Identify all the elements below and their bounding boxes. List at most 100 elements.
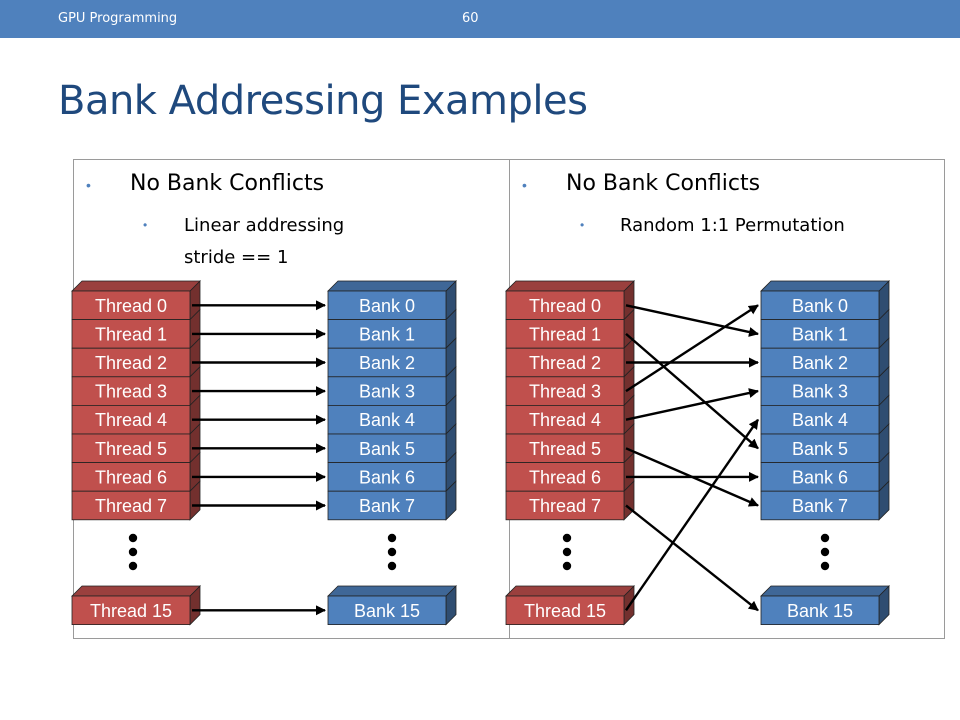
left-heading: No Bank Conflicts — [130, 171, 325, 196]
left-thread-2-label: Thread 2 — [95, 353, 167, 373]
right-thread-7-label: Thread 7 — [529, 496, 601, 516]
left-bank-2: Bank 2 — [327, 337, 457, 378]
left-bank-1: Bank 1 — [327, 308, 457, 350]
left-bank-5: Bank 5 — [327, 423, 457, 464]
right-bank-1-label: Bank 1 — [792, 324, 848, 344]
right-bank-2-label: Bank 2 — [792, 353, 848, 373]
right-thread-6: Thread 6 — [505, 451, 635, 493]
left-subline-1: Linear addressing — [184, 215, 345, 236]
left-bank-0: Bank 0 — [327, 280, 457, 321]
left-thread-5: Thread 5 — [71, 423, 201, 464]
right-bank-ellipsis-dot-0 — [820, 533, 830, 543]
right-bank-15: Bank 15 — [760, 585, 890, 626]
left-bank-0-label: Bank 0 — [359, 296, 415, 316]
right-thread-3: Thread 3 — [505, 365, 635, 407]
left-thread-0: Thread 0 — [71, 280, 201, 321]
right-subline-1: Random 1:1 Permutation — [620, 215, 845, 236]
left-thread-7-label: Thread 7 — [95, 496, 167, 516]
left-thread-ellipsis-dot-1 — [128, 547, 138, 557]
bullet-icon: • — [580, 218, 585, 232]
left-bank-1-label: Bank 1 — [359, 324, 415, 344]
left-thread-3-label: Thread 3 — [95, 382, 167, 402]
bullet-icon: • — [86, 177, 91, 193]
left-bank-5-label: Bank 5 — [359, 439, 415, 459]
right-thread-15-label: Thread 15 — [524, 601, 606, 621]
right-bank-6: Bank 6 — [760, 451, 890, 493]
right-arrow-1-to-5 — [625, 332, 759, 450]
course-name: GPU Programming — [58, 11, 178, 26]
right-thread-ellipsis-dot-0 — [562, 533, 572, 543]
left-thread-15: Thread 15 — [71, 585, 201, 626]
right-bank-15-label: Bank 15 — [787, 601, 853, 621]
bullet-icon: • — [143, 218, 148, 232]
right-bank-ellipsis-dot-2 — [820, 561, 830, 571]
left-bank-7: Bank 7 — [327, 480, 457, 521]
right-thread-15: Thread 15 — [505, 585, 635, 626]
right-arrow-15-to-4 — [625, 418, 759, 611]
right-bank-0: Bank 0 — [760, 280, 890, 321]
left-thread-5-label: Thread 5 — [95, 439, 167, 459]
left-thread-15-label: Thread 15 — [90, 601, 172, 621]
right-arrow-0-to-1 — [625, 304, 759, 337]
right-bank-1: Bank 1 — [760, 308, 890, 350]
right-bank-ellipsis-dot-1 — [820, 547, 830, 557]
left-thread-4-label: Thread 4 — [95, 410, 167, 430]
right-arrow-3-to-0 — [625, 304, 759, 393]
right-bank-7: Bank 7 — [760, 480, 890, 521]
right-thread-0: Thread 0 — [505, 280, 635, 321]
page-number: 60 — [462, 11, 479, 26]
right-thread-1: Thread 1 — [505, 308, 635, 350]
header-bar: GPU Programming 60 — [0, 0, 960, 38]
right-thread-4: Thread 4 — [505, 394, 635, 435]
right-arrow-7-to-15 — [625, 504, 759, 612]
right-bank-5: Bank 5 — [760, 423, 890, 464]
left-bank-3: Bank 3 — [327, 365, 457, 407]
left-thread-ellipsis-dot-0 — [128, 533, 138, 543]
left-thread-1-label: Thread 1 — [95, 324, 167, 344]
left-bank-4: Bank 4 — [327, 394, 457, 435]
right-thread-2-label: Thread 2 — [529, 353, 601, 373]
left-thread-ellipsis-dot-2 — [128, 561, 138, 571]
right-bank-0-label: Bank 0 — [792, 296, 848, 316]
left-bank-6: Bank 6 — [327, 451, 457, 493]
right-heading: No Bank Conflicts — [566, 171, 761, 196]
right-bank-3-label: Bank 3 — [792, 382, 848, 402]
right-bank-7-label: Bank 7 — [792, 496, 848, 516]
right-thread-ellipsis-dot-1 — [562, 547, 572, 557]
left-bank-ellipsis-dot-0 — [387, 533, 397, 543]
right-bank-5-label: Bank 5 — [792, 439, 848, 459]
slide-title: Bank Addressing Examples — [58, 78, 588, 124]
left-bank-2-label: Bank 2 — [359, 353, 415, 373]
right-thread-ellipsis-dot-2 — [562, 561, 572, 571]
left-thread-6-label: Thread 6 — [95, 467, 167, 487]
right-thread-3-label: Thread 3 — [529, 382, 601, 402]
left-bank-3-label: Bank 3 — [359, 382, 415, 402]
right-thread-0-label: Thread 0 — [529, 296, 601, 316]
right-arrow-4-to-3 — [625, 388, 759, 421]
left-bank-15-label: Bank 15 — [354, 601, 420, 621]
bullet-icon: • — [522, 177, 527, 193]
left-bank-4-label: Bank 4 — [359, 410, 415, 430]
right-bank-6-label: Bank 6 — [792, 467, 848, 487]
right-bank-4: Bank 4 — [760, 394, 890, 435]
left-thread-7: Thread 7 — [71, 480, 201, 521]
right-bank-4-label: Bank 4 — [792, 410, 848, 430]
left-thread-1: Thread 1 — [71, 308, 201, 350]
right-thread-4-label: Thread 4 — [529, 410, 601, 430]
left-thread-0-label: Thread 0 — [95, 296, 167, 316]
right-thread-5: Thread 5 — [505, 423, 635, 464]
left-thread-2: Thread 2 — [71, 337, 201, 378]
left-bank-6-label: Bank 6 — [359, 467, 415, 487]
right-thread-5-label: Thread 5 — [529, 439, 601, 459]
right-thread-6-label: Thread 6 — [529, 467, 601, 487]
left-bank-15: Bank 15 — [327, 585, 457, 626]
left-bank-ellipsis-dot-1 — [387, 547, 397, 557]
left-bank-ellipsis-dot-2 — [387, 561, 397, 571]
left-thread-3: Thread 3 — [71, 365, 201, 407]
left-bank-7-label: Bank 7 — [359, 496, 415, 516]
right-thread-1-label: Thread 1 — [529, 324, 601, 344]
left-subline-2: stride == 1 — [184, 247, 289, 268]
right-thread-7: Thread 7 — [505, 480, 635, 521]
right-bank-2: Bank 2 — [760, 337, 890, 378]
